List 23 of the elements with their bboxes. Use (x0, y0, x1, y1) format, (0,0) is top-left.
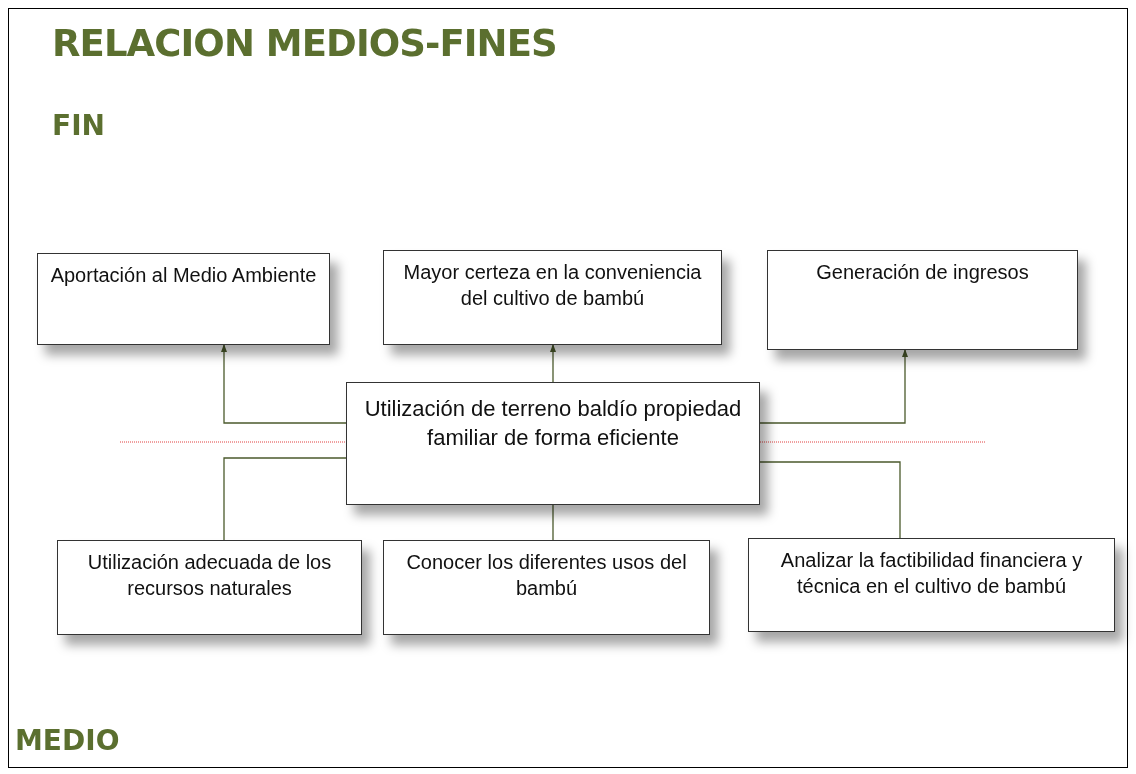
text-box (383, 250, 722, 345)
box-text: Mayor certeza en la conveniencia del cultivo de bambú (402, 260, 703, 311)
text-box (37, 253, 330, 345)
arrow (550, 344, 556, 383)
text-box (748, 538, 1115, 632)
slide-title: RELACION MEDIOS-FINES (52, 21, 557, 67)
box-text: Aportación al Medio Ambiente (50, 263, 317, 288)
section-label: FIN (52, 108, 105, 144)
box-text: Conocer los diferentes usos del bambú (405, 550, 688, 601)
connector-line (223, 457, 347, 541)
text-box (767, 250, 1078, 350)
box-text: Generación de ingresos (816, 260, 1029, 285)
text-box (346, 382, 760, 505)
text-box (383, 540, 710, 635)
box-text: Utilización adecuada de los recursos naturales (86, 550, 333, 601)
arrow (759, 349, 908, 424)
text-box (57, 540, 362, 635)
connector-line (552, 504, 554, 541)
connector-line (759, 461, 901, 539)
arrow (221, 344, 347, 424)
section-label: MEDIO (15, 723, 120, 759)
box-text: Analizar la factibilidad financiera y técnica en el cultivo de bambú (779, 548, 1084, 599)
box-text: Utilización de terreno baldío propiedad familiar de forma eficiente (363, 395, 743, 452)
